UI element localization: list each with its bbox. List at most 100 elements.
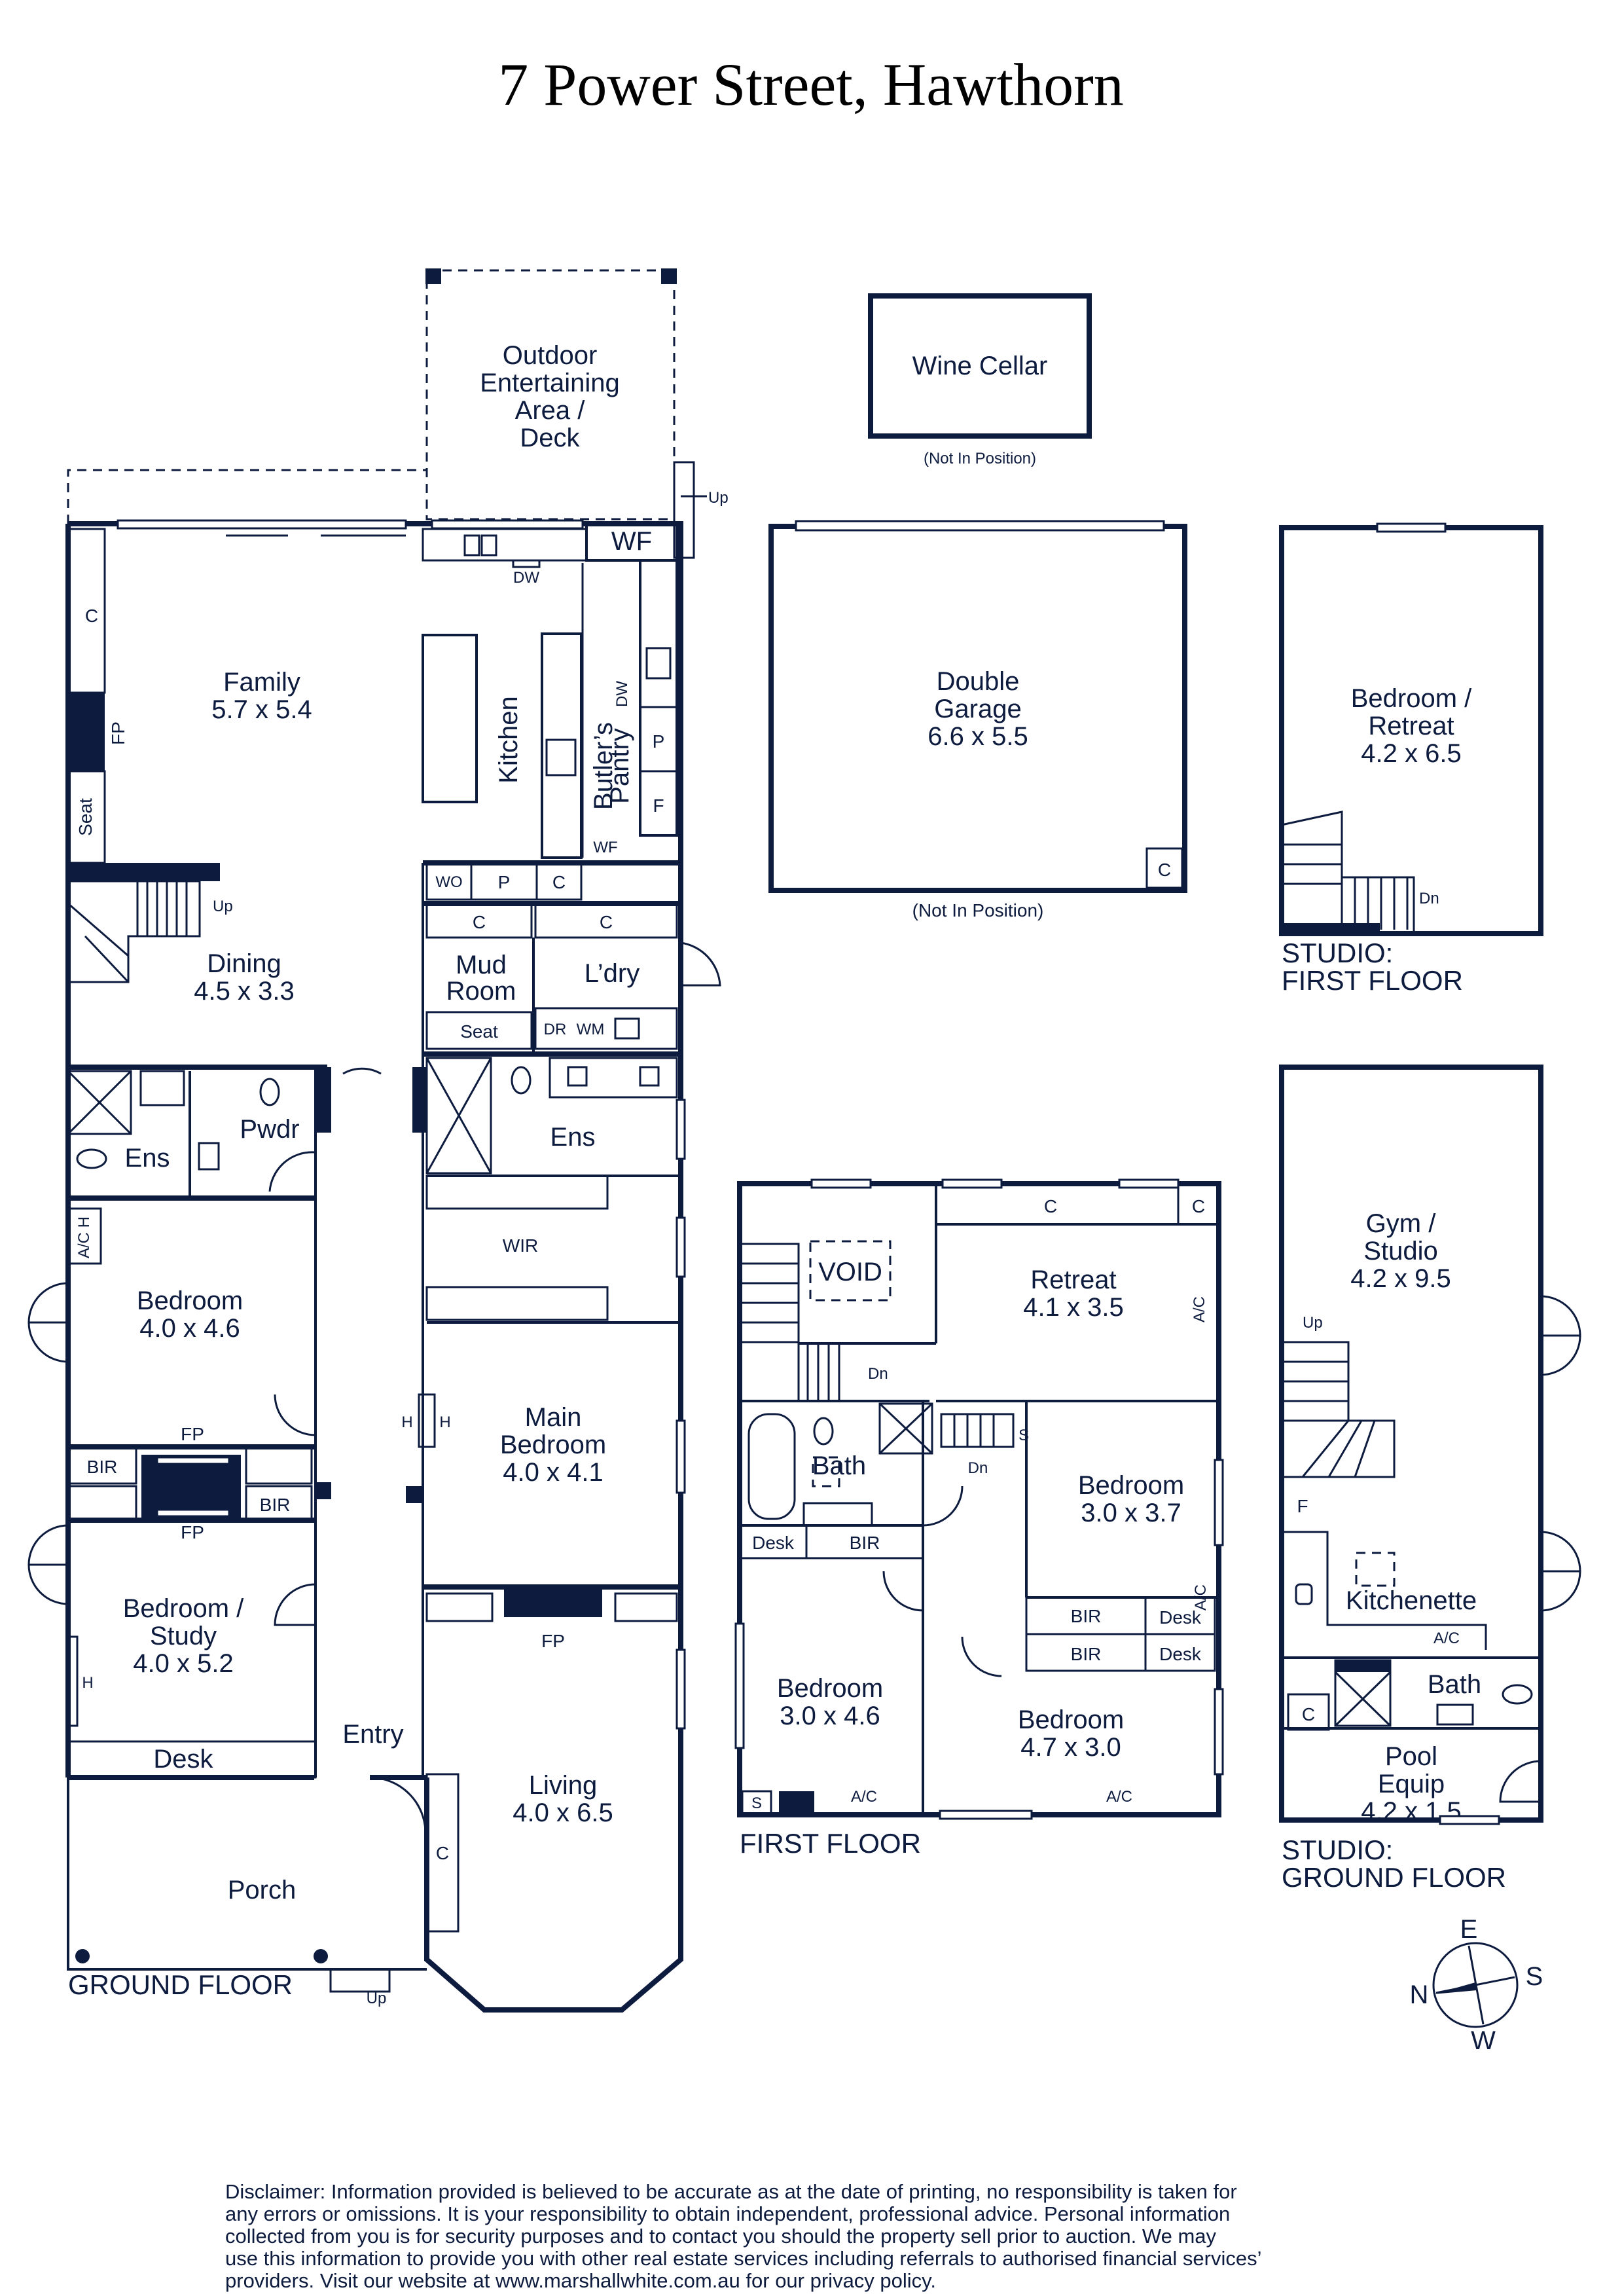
wall-solid	[315, 1067, 331, 1133]
shower-x	[1334, 1671, 1392, 1727]
disclaimer: Disclaimer: Information provided is beli…	[225, 2180, 1262, 2292]
deck-outline	[425, 269, 676, 520]
door-swing	[680, 941, 721, 987]
studio-bed-size: 4.2 x 6.5	[1361, 739, 1461, 768]
seat-box	[425, 1011, 533, 1050]
door-swing	[369, 1776, 427, 1834]
toilet-icon	[1502, 1684, 1533, 1705]
compass-s: S	[1526, 1962, 1543, 1991]
dining-name: Dining	[207, 949, 281, 978]
hearth	[156, 1456, 230, 1465]
entry-label: Entry	[342, 1720, 403, 1749]
c-label: C	[85, 606, 98, 626]
kitchen-bench	[541, 632, 583, 859]
c-label: C	[1044, 1196, 1057, 1216]
fp-label: FP	[108, 721, 128, 745]
fireplace	[504, 1590, 602, 1617]
laundry-bench	[534, 1007, 678, 1050]
pantry-bench	[639, 559, 678, 837]
vanity	[139, 1070, 185, 1106]
window	[1118, 1178, 1180, 1189]
c-box	[425, 902, 533, 939]
c-box	[1177, 1182, 1220, 1226]
porch-post	[75, 1949, 90, 1963]
c-label: C	[552, 872, 566, 892]
ac-label: A/C	[1433, 1630, 1460, 1647]
void-label: VOID	[818, 1258, 882, 1286]
up-label: Up	[213, 898, 233, 915]
porch-post	[314, 1949, 328, 1963]
fp-label: FP	[181, 1522, 204, 1542]
first-floor-label: FIRST FLOOR	[740, 1828, 921, 1859]
wall-solid	[1282, 923, 1380, 934]
retreat-name: Retreat	[1030, 1266, 1116, 1294]
window	[676, 1419, 686, 1494]
cooktop-icon	[545, 738, 577, 776]
garage-name-2: Garage	[934, 695, 1021, 723]
stairs	[940, 1413, 1015, 1448]
laundry-label: L’dry	[585, 959, 640, 988]
retreat-size: 4.1 x 3.5	[1023, 1293, 1123, 1322]
up-label: Up	[367, 1990, 387, 2007]
wall-solid	[68, 863, 220, 881]
h-label: H	[439, 1413, 450, 1431]
gym-size: 4.2 x 9.5	[1350, 1264, 1451, 1293]
vanity	[549, 1057, 678, 1099]
vanity	[802, 1502, 873, 1527]
f-label: F	[1297, 1496, 1308, 1516]
basin-icon	[198, 1142, 220, 1171]
kitchenette-label: Kitchenette	[1346, 1586, 1477, 1615]
studio-bed-2: Retreat	[1368, 712, 1454, 740]
c-label: C	[473, 912, 486, 932]
shower-x	[425, 1057, 492, 1174]
dw-label: DW	[513, 569, 539, 587]
desk-label: Desk	[153, 1745, 213, 1774]
kitchen-name: Kitchen	[494, 696, 523, 783]
wm-label: WM	[577, 1021, 605, 1038]
c-box	[1145, 847, 1183, 889]
pergola-outline	[67, 469, 427, 524]
bir-label: BIR	[87, 1457, 118, 1477]
window	[1439, 1815, 1500, 1825]
up-label: Up	[1303, 1314, 1323, 1332]
studio-ground-outline	[1279, 1065, 1543, 1823]
basin-icon	[1436, 1704, 1474, 1726]
outdoor-1: Outdoor	[503, 341, 598, 370]
butlers-label-2: Pantry	[605, 728, 634, 804]
sink-icon	[463, 534, 480, 556]
dn-label: Dn	[868, 1365, 888, 1383]
wf-label: WF	[611, 527, 652, 556]
disclaimer-line: Disclaimer: Information provided is beli…	[225, 2180, 1237, 2203]
heater	[418, 1393, 436, 1448]
french-door	[27, 1282, 69, 1324]
studio-first-label-2: FIRST FLOOR	[1282, 965, 1463, 996]
ac-label: A/C	[851, 1788, 877, 1806]
window	[676, 1649, 686, 1730]
bath-fixture	[812, 1456, 840, 1487]
hearth	[156, 1508, 230, 1518]
seat-label: Seat	[460, 1021, 498, 1042]
french-door	[1540, 1571, 1581, 1612]
page-title: 7 Power Street, Hawthorn	[498, 51, 1124, 118]
h-label: H	[82, 1674, 93, 1692]
studio-first-label-1: STUDIO:	[1282, 938, 1393, 968]
compass-w: W	[1471, 2026, 1496, 2055]
wir-shelf	[425, 1286, 609, 1321]
stairs	[67, 880, 201, 983]
deck-step	[673, 461, 695, 559]
living-size: 4.0 x 6.5	[513, 1798, 613, 1827]
wir-label: WIR	[503, 1235, 538, 1256]
compass: N E S W	[1410, 1915, 1543, 2055]
bed2-size: 3.0 x 4.6	[780, 1702, 880, 1730]
dn-label: Dn	[1419, 890, 1439, 907]
family-size: 5.7 x 5.4	[211, 695, 312, 724]
first-floor: VOID Dn C C Retreat 4.1 x 3.5 A/C Bath	[734, 1178, 1224, 1859]
bed3-size: 4.7 x 3.0	[1020, 1733, 1121, 1762]
family-name: Family	[223, 668, 300, 697]
void-outline	[809, 1240, 892, 1302]
c-label: C	[1302, 1704, 1315, 1724]
c-box	[534, 902, 678, 939]
sink-icon	[1295, 1583, 1313, 1605]
basin-icon	[639, 1066, 660, 1087]
